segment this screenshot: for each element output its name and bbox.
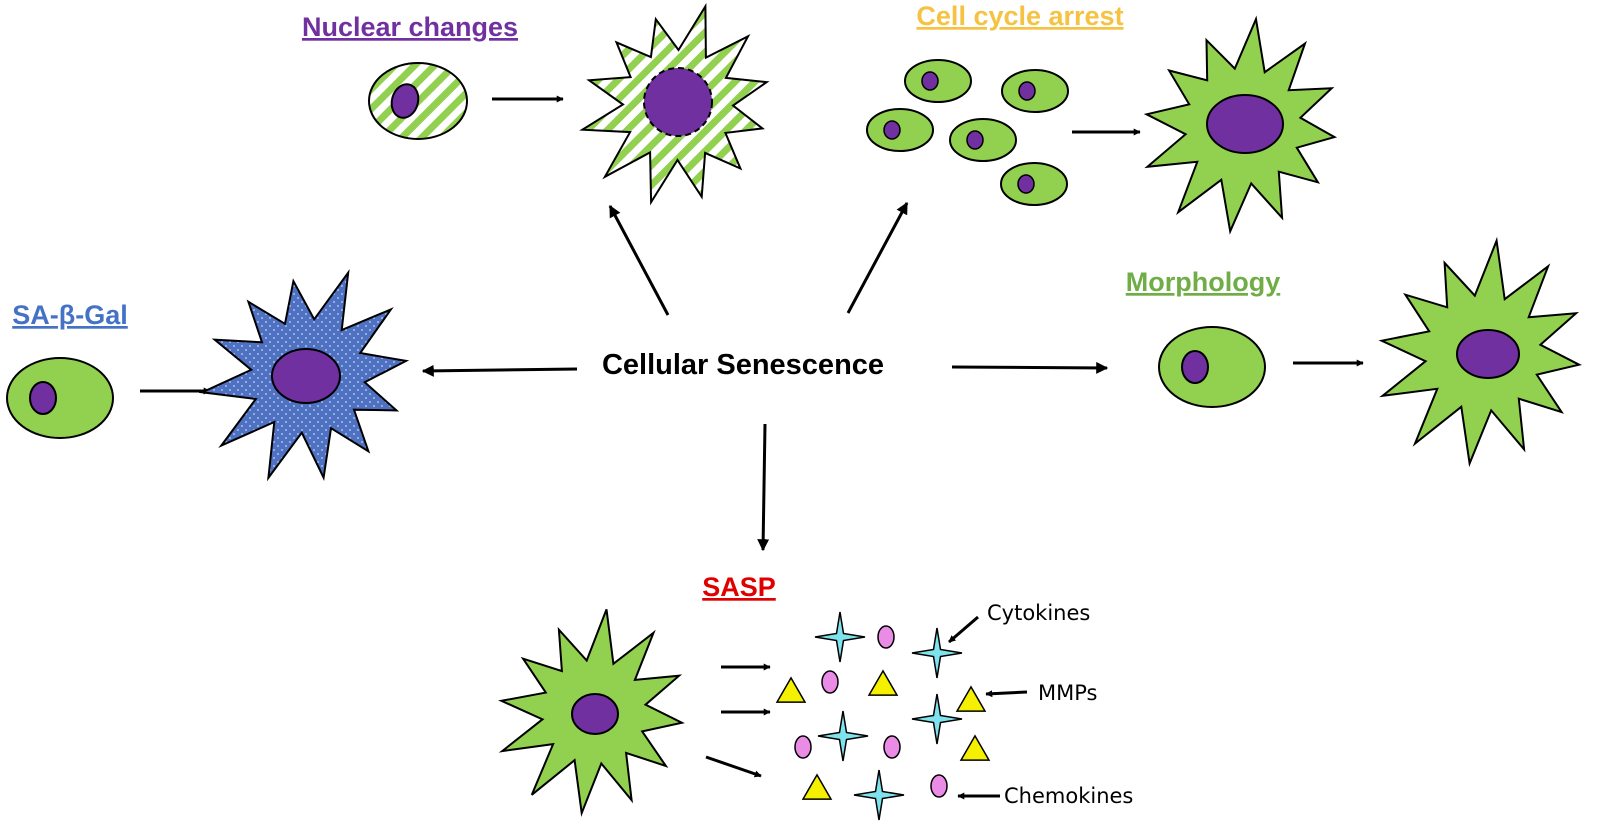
morphology-title: Morphology bbox=[1126, 267, 1280, 297]
center-arrows bbox=[421, 201, 1109, 552]
enlarged-nucleus bbox=[643, 67, 713, 137]
mmps-pointer bbox=[985, 690, 1028, 698]
small-cell bbox=[949, 118, 1017, 162]
cytokine-star bbox=[853, 769, 905, 821]
nucleus bbox=[390, 83, 420, 119]
small-cell bbox=[1000, 162, 1068, 206]
mmp-triangle bbox=[801, 773, 833, 800]
nuclear-changes-title: Nuclear changes bbox=[302, 12, 518, 42]
chemokine-oval bbox=[877, 625, 895, 649]
nuclear-normal-cell bbox=[368, 62, 468, 140]
mmp-triangle bbox=[955, 685, 987, 712]
arrow-to-cell-cycle bbox=[846, 201, 909, 314]
arrow-to-morphology bbox=[951, 361, 1109, 374]
sa-beta-gal-positive-cell bbox=[198, 268, 410, 482]
chemokines-label: Chemokines bbox=[1004, 784, 1133, 808]
secretion-arrows bbox=[705, 663, 771, 778]
nucleus bbox=[1181, 350, 1209, 384]
arrested-senescent-cell bbox=[1143, 15, 1338, 235]
mmp-triangle bbox=[959, 734, 991, 761]
cytokine-star bbox=[911, 627, 963, 679]
nucleus bbox=[271, 348, 341, 404]
chemokine-oval bbox=[883, 735, 901, 759]
sasp-title: SASP bbox=[702, 572, 776, 602]
mmp-triangle bbox=[867, 669, 899, 696]
chemokine-oval bbox=[930, 774, 948, 798]
arrow-to-nuclear bbox=[608, 204, 670, 316]
nucleus bbox=[1456, 329, 1520, 379]
small-cell bbox=[904, 59, 972, 103]
morphology-senescent-cell bbox=[1378, 236, 1582, 468]
small-cell bbox=[1001, 69, 1069, 113]
morphology-normal-cell bbox=[1158, 326, 1266, 408]
cell-cycle-arrest-title: Cell cycle arrest bbox=[916, 1, 1123, 31]
sasp-secreting-cell bbox=[498, 609, 685, 818]
nucleus bbox=[29, 381, 57, 415]
nucleus bbox=[1206, 94, 1284, 154]
arrow-to-sasp bbox=[757, 423, 770, 552]
arrow-to-sa-beta-gal bbox=[421, 364, 578, 377]
cytokine-star bbox=[814, 611, 866, 663]
sasp-factors bbox=[775, 611, 991, 821]
cytokines-pointer bbox=[948, 615, 979, 644]
nuclear-senescent-cell bbox=[579, 2, 770, 206]
chemokine-oval bbox=[794, 735, 812, 759]
cytokines-label: Cytokines bbox=[987, 601, 1090, 625]
mmps-label: MMPs bbox=[1038, 681, 1097, 705]
chemokine-oval bbox=[821, 670, 839, 694]
cytokine-star bbox=[817, 710, 869, 762]
mmp-triangle bbox=[775, 676, 807, 703]
factor-pointer-arrows bbox=[948, 615, 1028, 800]
cytokine-star bbox=[911, 693, 963, 745]
proliferating-cells bbox=[866, 59, 1069, 206]
nucleus bbox=[571, 693, 619, 735]
small-cell bbox=[866, 108, 934, 152]
sa-beta-gal-title: SA-β-Gal bbox=[12, 300, 128, 330]
cellular-senescence-label: Cellular Senescence bbox=[602, 349, 884, 381]
sa-beta-gal-normal-cell bbox=[6, 357, 114, 439]
